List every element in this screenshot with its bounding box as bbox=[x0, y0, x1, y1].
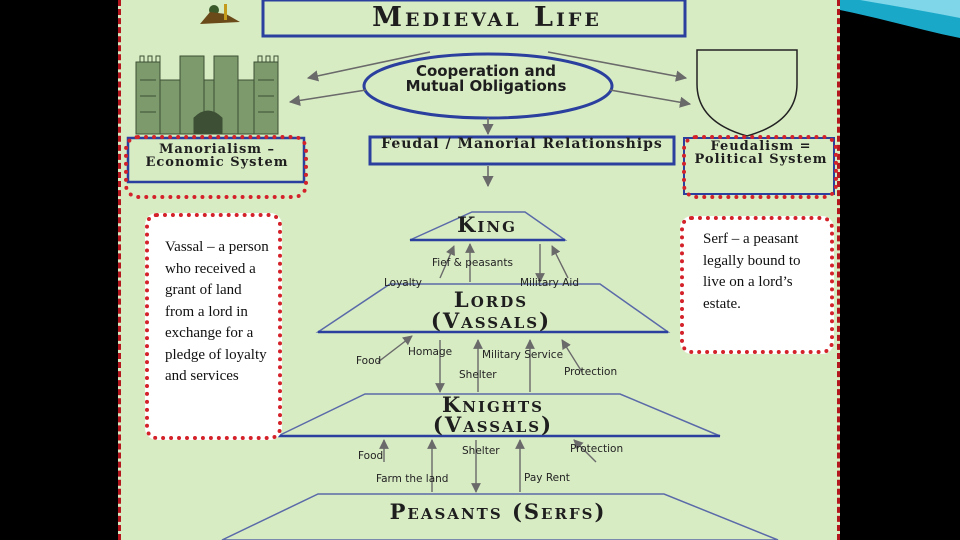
castle-icon bbox=[135, 55, 279, 135]
manorialism-label: Manorialism – Economic System bbox=[145, 142, 289, 170]
vassal-definition-text: Vassal – a person who received a grant o… bbox=[165, 239, 269, 384]
label-homage: Homage bbox=[408, 346, 453, 358]
vassal-definition-callout: Vassal – a person who received a grant o… bbox=[145, 213, 282, 440]
feudal-relationships-box bbox=[368, 135, 676, 166]
knight-logo-icon bbox=[196, 0, 246, 26]
slide-title: Medieval Life bbox=[372, 2, 602, 33]
feudal-relationships-label: Feudal / Manorial Relationships bbox=[381, 136, 663, 152]
feudalism-box-frame bbox=[683, 137, 835, 195]
label-farm-land: Farm the land bbox=[376, 473, 449, 485]
peasants-tier bbox=[221, 493, 779, 540]
feudalism-label: Feudalism = Political System bbox=[694, 139, 828, 167]
level-king: King bbox=[457, 212, 517, 237]
feudalism-callout bbox=[682, 135, 838, 199]
label-fief-peasants: Fief & peasants bbox=[432, 257, 513, 269]
center-concept-label: Cooperation and Mutual Obligations bbox=[405, 62, 567, 95]
label-protection-1: Protection bbox=[564, 366, 618, 378]
title-box bbox=[261, 0, 687, 38]
label-food-2: Food bbox=[358, 450, 384, 462]
label-loyalty: Loyalty bbox=[384, 277, 422, 289]
label-military-service: Military Service bbox=[482, 349, 564, 361]
level-lords: Lords (Vassals) bbox=[430, 287, 552, 333]
serf-definition-text: Serf – a peasant legally bound to live o… bbox=[703, 231, 801, 312]
label-food-1: Food bbox=[356, 355, 382, 367]
label-pay-rent: Pay Rent bbox=[524, 472, 570, 484]
manorialism-callout bbox=[124, 135, 308, 199]
label-shelter-2: Shelter bbox=[462, 445, 500, 457]
label-protection-2: Protection bbox=[570, 443, 624, 455]
serf-definition-callout: Serf – a peasant legally bound to live o… bbox=[680, 216, 834, 354]
label-military-aid: Military Aid bbox=[520, 277, 579, 289]
level-knights: Knights (Vassals) bbox=[432, 392, 554, 437]
label-shelter-1: Shelter bbox=[459, 369, 497, 381]
shield-icon bbox=[696, 49, 798, 137]
level-peasants: Peasants (Serfs) bbox=[389, 499, 607, 524]
